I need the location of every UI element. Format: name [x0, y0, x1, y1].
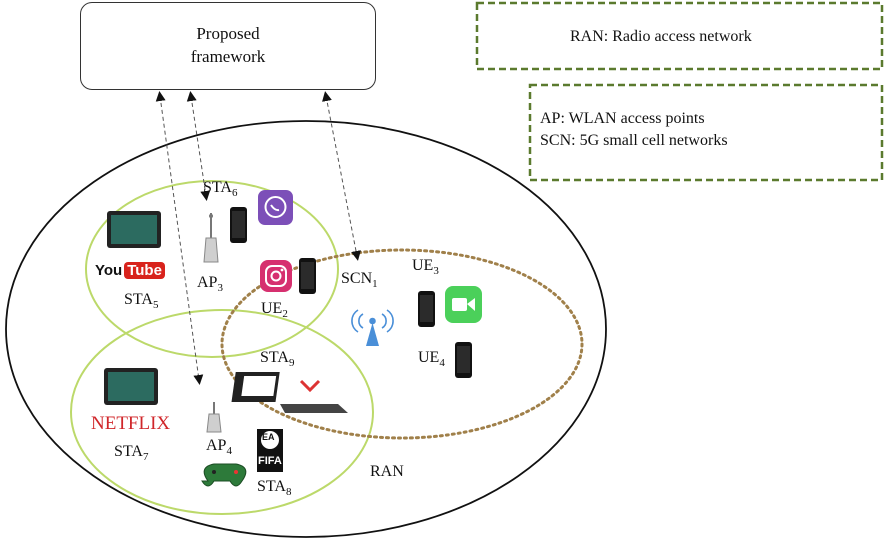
viber-app-icon	[258, 190, 293, 225]
link-scn1-arrow	[322, 91, 361, 261]
framework-title-line1: Proposed	[196, 24, 260, 44]
ran-ellipse	[5, 120, 607, 538]
scn1-tower-icon	[351, 309, 394, 346]
label-ue2: UE2	[261, 300, 288, 320]
framework-title-line2: framework	[190, 47, 266, 66]
ap4-antenna-icon	[206, 402, 222, 433]
ap4-coverage-ellipse	[70, 309, 374, 515]
netflix-logo: NETFLIX	[91, 413, 171, 434]
legend-ap-scn-box	[528, 83, 884, 182]
instagram-app-icon	[260, 260, 292, 292]
ap3-coverage-ellipse	[85, 180, 339, 358]
link-ap4-arrow	[155, 91, 204, 385]
label-ran: RAN	[370, 463, 404, 480]
label-sta5: STA5	[124, 291, 159, 311]
label-sta7: STA7	[114, 443, 149, 463]
link-ap3-arrow	[186, 91, 211, 201]
sta6-phone-icon	[230, 207, 247, 243]
scn-coverage-ellipse	[220, 248, 584, 440]
label-scn1: SCN1	[341, 270, 378, 290]
label-ue3: UE3	[412, 257, 439, 277]
game-controller-icon	[201, 463, 247, 487]
legend-scn: SCN: 5G small cell networks	[540, 132, 728, 150]
fifa-logo-text: FIFA	[258, 455, 282, 467]
legend-ran: RAN: Radio access network	[570, 28, 752, 45]
label-sta6: STA6	[203, 179, 238, 199]
sta7-tablet-icon	[104, 368, 158, 405]
ap3-antenna-icon	[203, 213, 219, 263]
label-ap3: AP3	[197, 274, 223, 294]
ue4-phone-icon	[455, 342, 472, 378]
facetime-app-icon	[445, 286, 482, 323]
label-ue4: UE4	[418, 349, 445, 369]
legend-ran-box	[475, 1, 884, 71]
ea-logo-text: EA	[262, 432, 275, 442]
ue2-phone-icon	[299, 258, 316, 294]
sta5-tablet-icon	[107, 211, 161, 248]
fifa-game-icon	[257, 429, 283, 472]
label-sta9: STA9	[260, 349, 295, 369]
label-sta8: STA8	[257, 478, 292, 498]
legend-ap: AP: WLAN access points	[540, 110, 705, 127]
proposed-framework-box: Proposed framework	[80, 2, 376, 90]
label-ap4: AP4	[206, 437, 232, 457]
laptop-gmail-icon	[231, 372, 348, 413]
ue3-phone-icon	[418, 291, 435, 327]
legend-ap-scn: AP: WLAN access points SCN: 5G small cel…	[540, 108, 728, 153]
